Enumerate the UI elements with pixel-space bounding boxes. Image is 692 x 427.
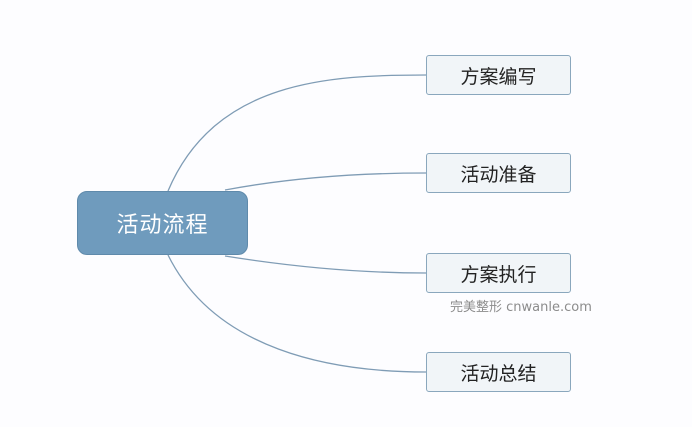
child-node-label: 活动总结 [460, 362, 537, 385]
connector-to-child-3 [224, 255, 427, 274]
connector-to-child-4 [167, 254, 427, 373]
root-node-label: 活动流程 [116, 213, 209, 238]
connector-to-child-2 [224, 172, 427, 191]
child-node-preparation[interactable]: 活动准备 [426, 153, 571, 193]
child-node-execution[interactable]: 方案执行 [426, 253, 571, 293]
child-node-summary[interactable]: 活动总结 [426, 352, 571, 392]
child-node-label: 活动准备 [460, 163, 537, 186]
child-node-plan-writing[interactable]: 方案编写 [426, 55, 571, 95]
connector-to-child-1 [167, 74, 427, 192]
root-node[interactable]: 活动流程 [77, 191, 248, 255]
child-node-label: 方案编写 [460, 65, 537, 88]
watermark-text: 完美整形 cnwanle.com [450, 300, 592, 315]
child-node-label: 方案执行 [460, 263, 537, 286]
